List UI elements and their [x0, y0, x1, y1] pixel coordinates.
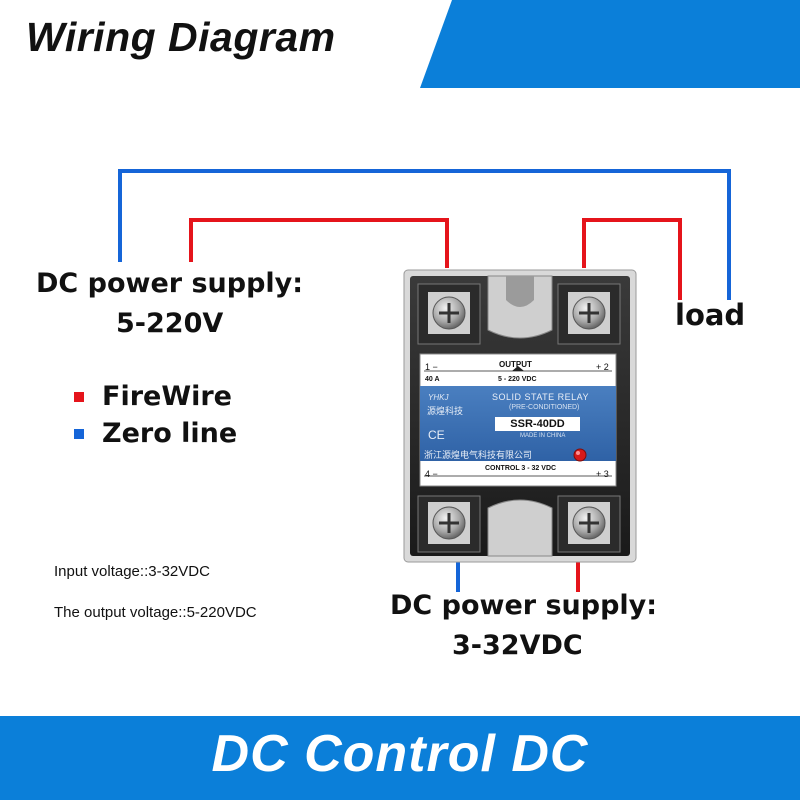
output-power-supply-label: DC power supply: — [36, 268, 304, 299]
ce-mark: CE — [428, 428, 445, 442]
output-power-supply-voltage: 5-220V — [116, 308, 224, 339]
relay-current: 40 A — [425, 376, 440, 383]
fire-wire-top — [189, 218, 449, 268]
input-power-supply-voltage: 3-32VDC — [452, 630, 583, 661]
screw-terminal-4 — [428, 502, 470, 544]
relay-control-label: CONTROL 3 - 32 VDC — [485, 465, 557, 472]
input-voltage-spec: Input voltage::3-32VDC — [54, 563, 210, 580]
header-banner — [0, 0, 800, 88]
status-led — [573, 448, 587, 462]
relay-type: SOLID STATE RELAY — [492, 392, 590, 402]
relay-model: SSR-40DD — [495, 417, 580, 431]
screw-terminal-1 — [428, 292, 470, 334]
legend-zero-label: Zero line — [102, 418, 238, 449]
solid-state-relay — [403, 269, 637, 563]
footer-banner — [0, 716, 800, 800]
load-label: load — [675, 298, 746, 332]
relay-terminal-1-label: 1 − — [425, 362, 438, 372]
legend-fire-swatch — [74, 392, 84, 402]
relay-made-in: MADE IN CHINA — [520, 433, 566, 439]
relay-terminal-2-label: + 2 — [596, 362, 609, 372]
relay-brand-cn: 源煌科技 — [427, 406, 464, 416]
zero-line-wire-top — [118, 169, 731, 300]
output-voltage-spec: The output voltage::5-220VDC — [54, 604, 257, 621]
relay-terminal-3-label: + 3 — [596, 469, 609, 479]
legend-zero-swatch — [74, 429, 84, 439]
relay-brand: YHKJ — [428, 393, 449, 402]
relay-company: 浙江源煌电气科技有限公司 — [424, 450, 533, 460]
relay-terminal-4-label: 4 − — [425, 469, 438, 479]
footer-title: DC Control DC — [211, 725, 589, 783]
screw-terminal-2 — [568, 292, 610, 334]
legend-fire-label: FireWire — [102, 381, 232, 412]
screw-terminal-3 — [568, 502, 610, 544]
relay-output-label: OUTPUT — [499, 360, 532, 369]
relay-preconditioned: (PRE-CONDITIONED) — [509, 404, 580, 411]
fire-wire-load — [582, 218, 682, 300]
input-power-supply-label: DC power supply: — [390, 590, 658, 621]
page-title: Wiring Diagram — [26, 14, 336, 60]
relay-output-range: 5 - 220 VDC — [498, 376, 537, 383]
